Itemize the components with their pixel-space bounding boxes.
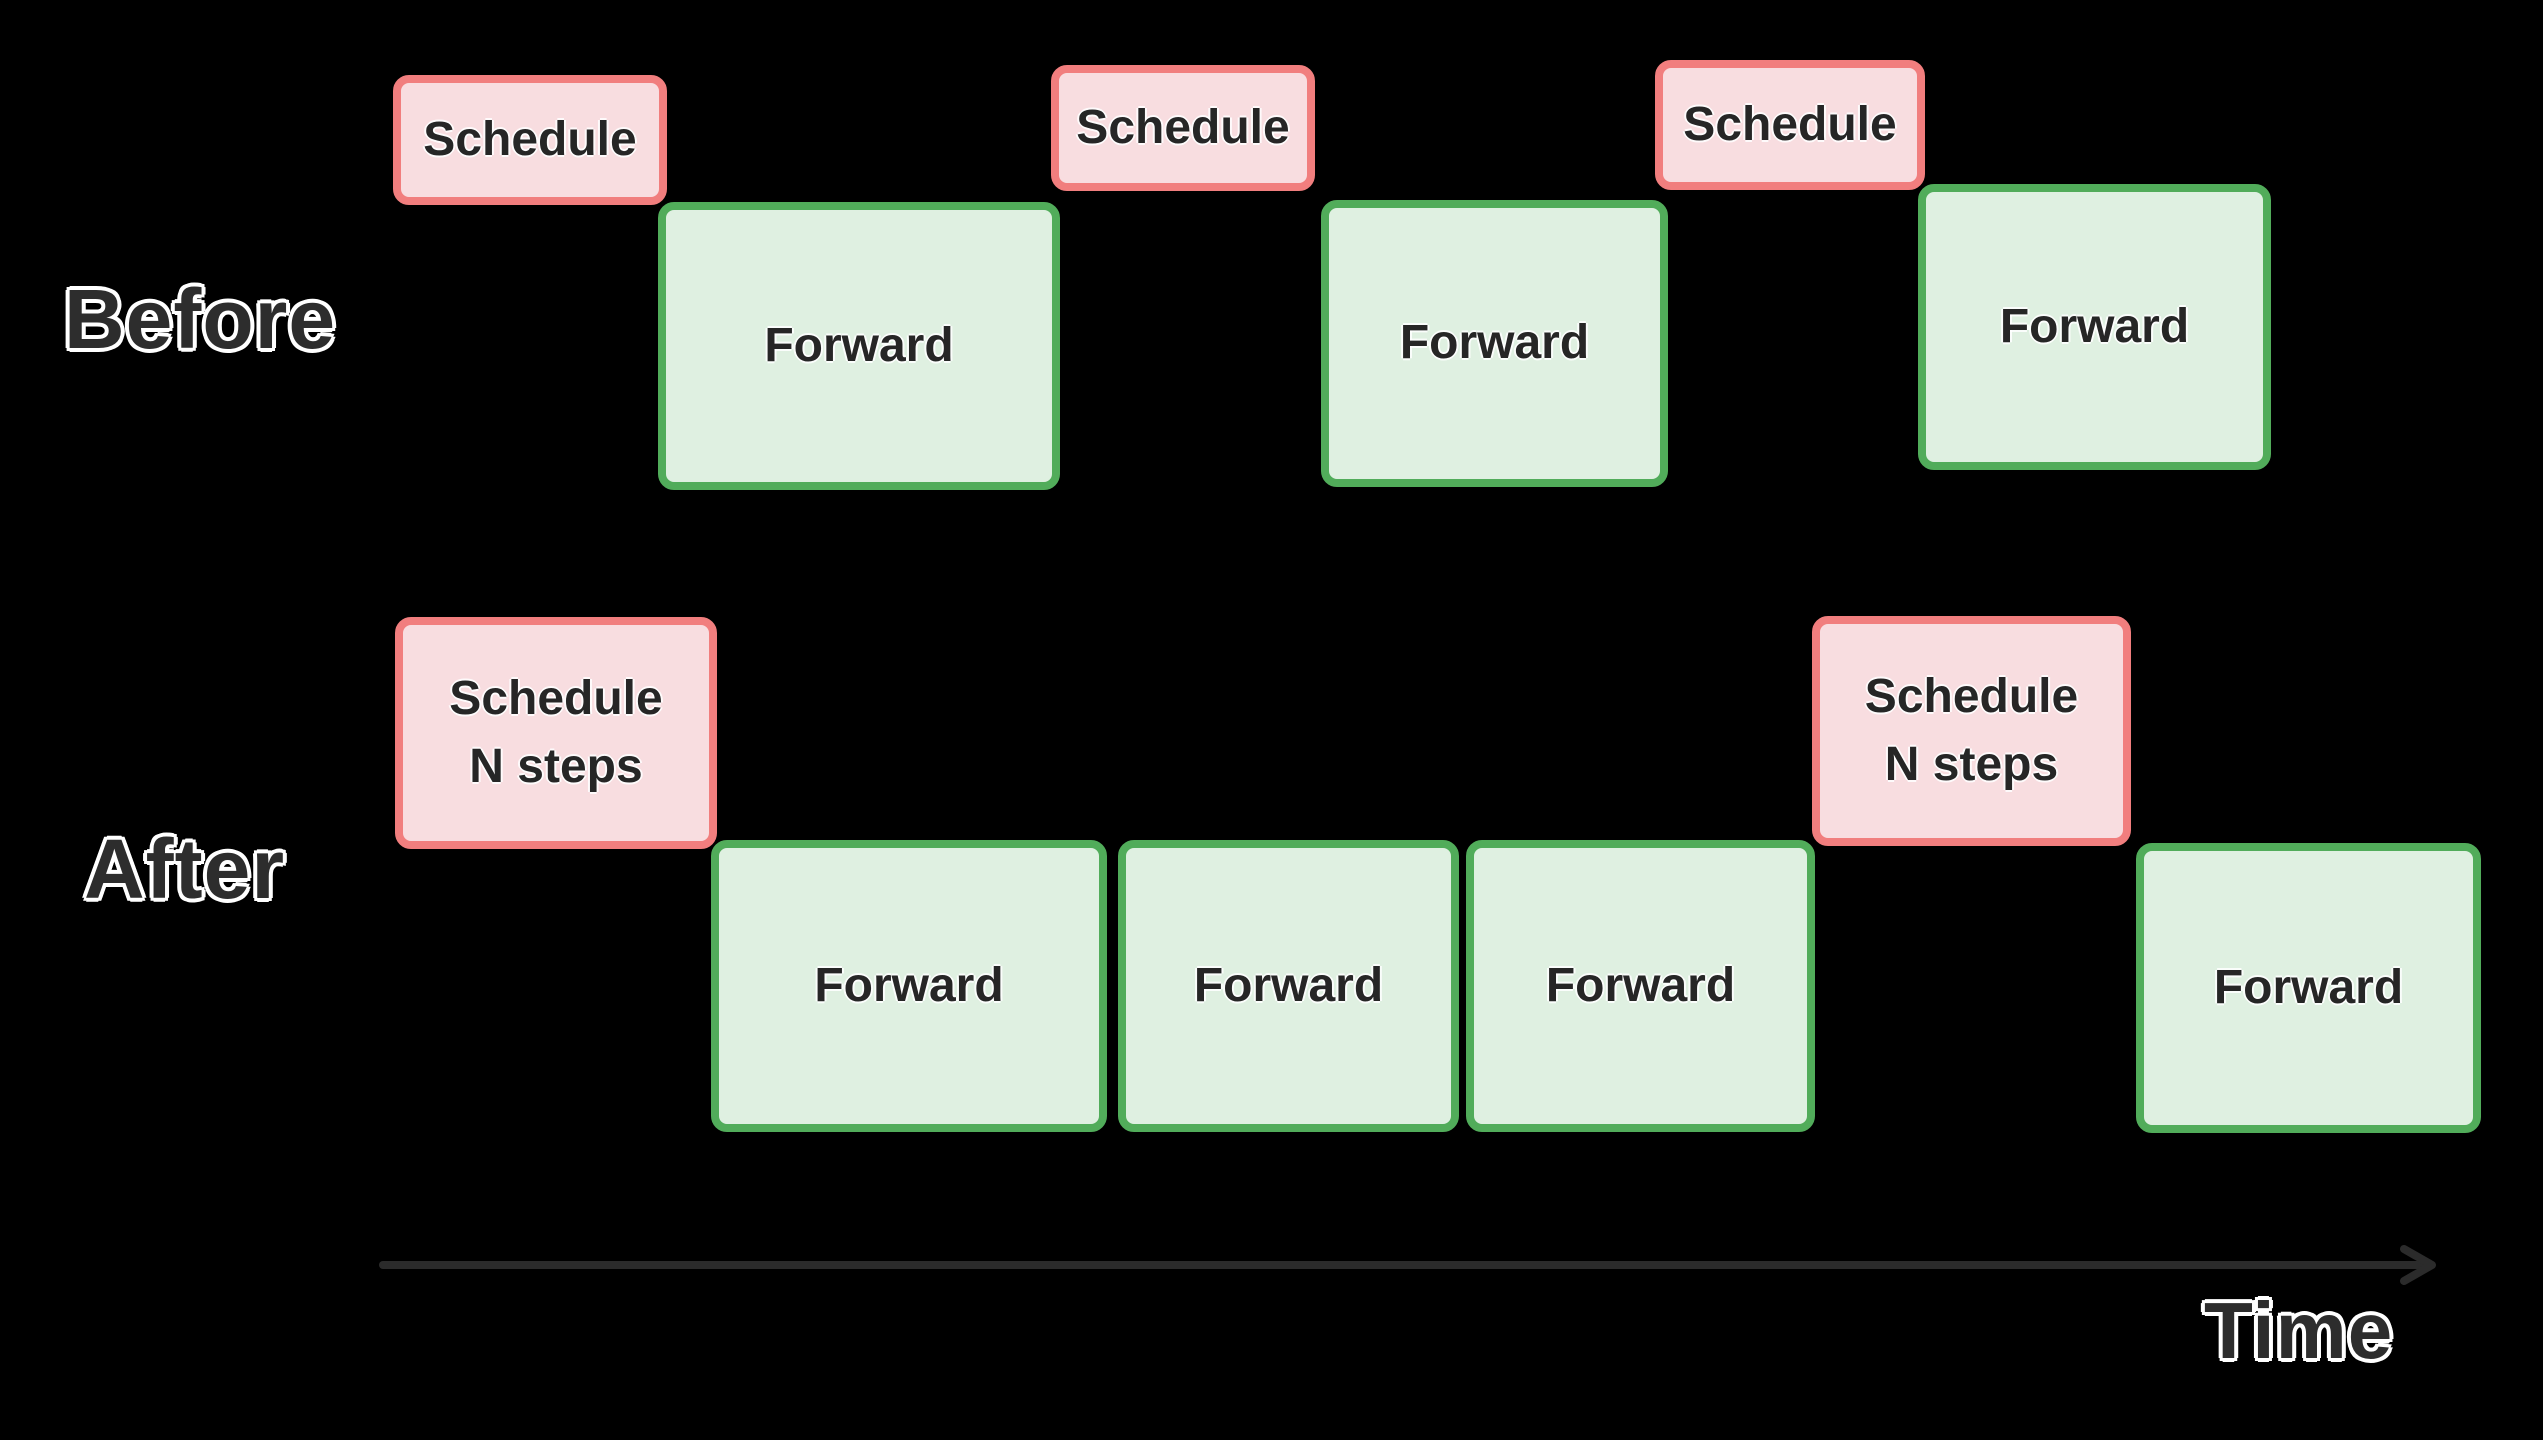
forward-box: Forward [1321, 200, 1668, 487]
forward-box: Forward [658, 202, 1060, 490]
schedule-box: Schedule N steps [1812, 616, 2131, 846]
box-label: Forward [1999, 299, 2190, 353]
before-row-label: Before [64, 272, 337, 366]
time-axis-label: Time [2204, 1286, 2394, 1375]
schedule-box: Schedule N steps [395, 617, 717, 849]
after-row-label: After [84, 822, 286, 916]
schedule-box: Schedule [393, 75, 667, 205]
schedule-box: Schedule [1655, 60, 1925, 190]
forward-box: Forward [2136, 843, 2481, 1133]
box-label: Forward [2213, 960, 2404, 1014]
forward-box: Forward [711, 840, 1107, 1132]
box-label: Schedule N steps [449, 671, 663, 793]
box-label: Forward [764, 318, 954, 372]
box-label: Forward [1193, 958, 1384, 1012]
box-label: Schedule [423, 112, 637, 166]
time-arrowhead-icon [2400, 1245, 2436, 1285]
box-label: Schedule [1076, 100, 1290, 154]
box-label: Schedule N steps [1864, 669, 2079, 791]
forward-box: Forward [1918, 184, 2271, 470]
forward-box: Forward [1466, 840, 1815, 1132]
schedule-box: Schedule [1051, 65, 1315, 191]
box-label: Forward [814, 958, 1004, 1012]
box-label: Schedule [1683, 97, 1897, 151]
box-label: Forward [1545, 958, 1736, 1012]
box-label: Forward [1399, 316, 1590, 370]
forward-box: Forward [1118, 840, 1459, 1132]
